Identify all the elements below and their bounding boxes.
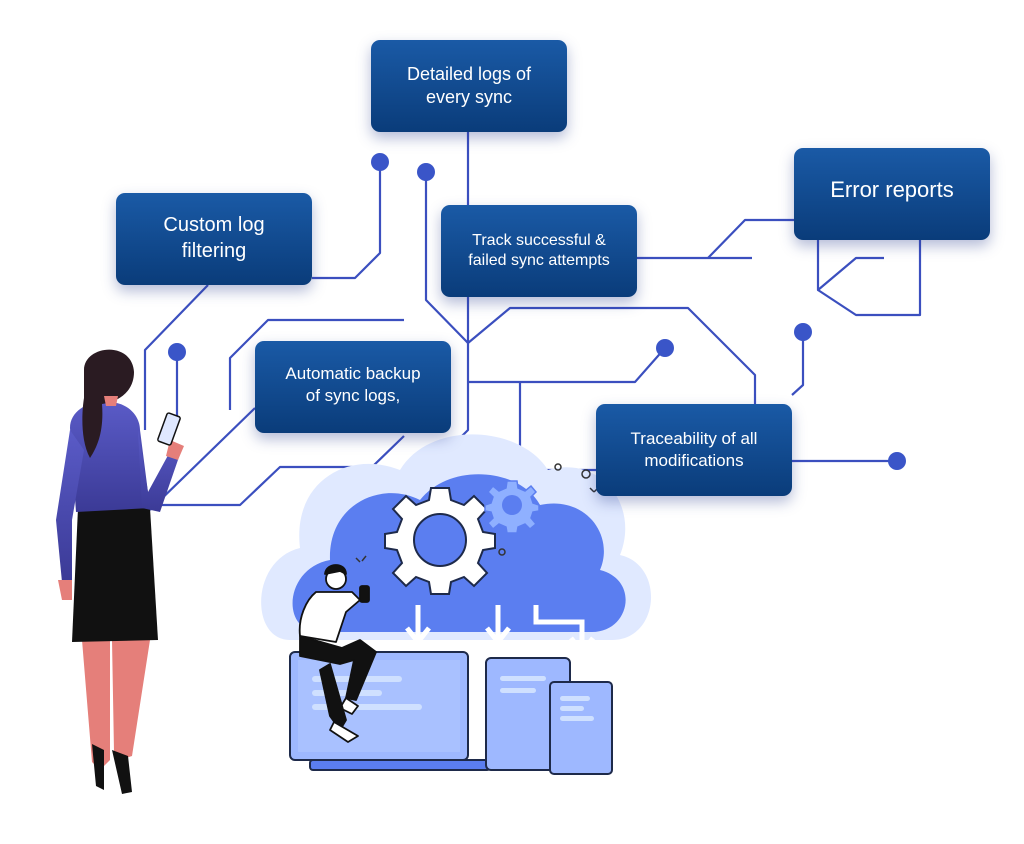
circuit-line bbox=[791, 332, 805, 396]
woman-shoes bbox=[92, 744, 132, 794]
woman-right-arm bbox=[138, 430, 180, 512]
box-label-line: Traceability of all bbox=[630, 429, 758, 449]
box-label-line: failed sync attempts bbox=[468, 252, 610, 269]
seated-man-figure bbox=[298, 564, 377, 743]
box-label-line: Track successful & bbox=[472, 231, 606, 249]
node-dot bbox=[888, 452, 906, 470]
device-phone bbox=[549, 681, 613, 775]
circuit-line bbox=[228, 318, 404, 410]
node-dot bbox=[794, 323, 812, 341]
circuit-line bbox=[817, 240, 922, 317]
box-label-line: modifications bbox=[644, 451, 744, 470]
error-reports-box: Error reports bbox=[794, 148, 990, 240]
woman-legs bbox=[82, 640, 150, 770]
track-attempts-box: Track successful & failed sync attempts bbox=[441, 205, 637, 297]
standing-woman-figure bbox=[56, 349, 184, 794]
cloud-illustration bbox=[261, 434, 652, 657]
woman-neck bbox=[104, 396, 118, 406]
circuit-line bbox=[816, 240, 884, 292]
woman-hair bbox=[82, 349, 134, 458]
sparkle-dot bbox=[554, 463, 562, 471]
phone-icon bbox=[157, 412, 181, 446]
circuit-line bbox=[143, 284, 209, 430]
box-label-line: of sync logs, bbox=[305, 385, 401, 405]
woman-left-arm bbox=[56, 430, 84, 582]
box-label-line: Automatic backup bbox=[285, 364, 421, 383]
circuit-line bbox=[149, 407, 256, 511]
download-arrows bbox=[405, 605, 595, 657]
circuit-line bbox=[466, 297, 757, 404]
large-gear-icon bbox=[384, 487, 496, 595]
box-label-line: filtering bbox=[181, 240, 247, 262]
node-dot bbox=[168, 343, 186, 361]
woman-hand bbox=[58, 440, 184, 600]
node-dots bbox=[168, 153, 906, 470]
detailed-logs-box: Detailed logs of every sync bbox=[371, 40, 567, 132]
circuit-line bbox=[468, 347, 666, 384]
circuit-line bbox=[312, 162, 382, 280]
node-dot bbox=[656, 339, 674, 357]
node-dot bbox=[371, 153, 389, 171]
circuit-line bbox=[707, 218, 794, 259]
woman-skirt bbox=[72, 508, 158, 642]
sparkle-dot bbox=[498, 548, 506, 556]
box-label-line: Detailed logs of bbox=[406, 63, 532, 84]
box-label-line: Error reports bbox=[830, 177, 954, 202]
box-label-line: every sync bbox=[425, 87, 512, 107]
box-label-line: Custom log bbox=[163, 214, 265, 237]
traceability-box: Traceability of all modifications bbox=[596, 404, 792, 496]
small-gear-icon bbox=[484, 480, 540, 534]
custom-filtering-box: Custom log filtering bbox=[116, 193, 312, 285]
automatic-backup-box: Automatic backup of sync logs, bbox=[255, 341, 451, 433]
circuit-line bbox=[424, 172, 469, 344]
circuit-line bbox=[150, 435, 405, 507]
node-dot bbox=[417, 163, 435, 181]
sparkle-dot bbox=[581, 469, 591, 479]
